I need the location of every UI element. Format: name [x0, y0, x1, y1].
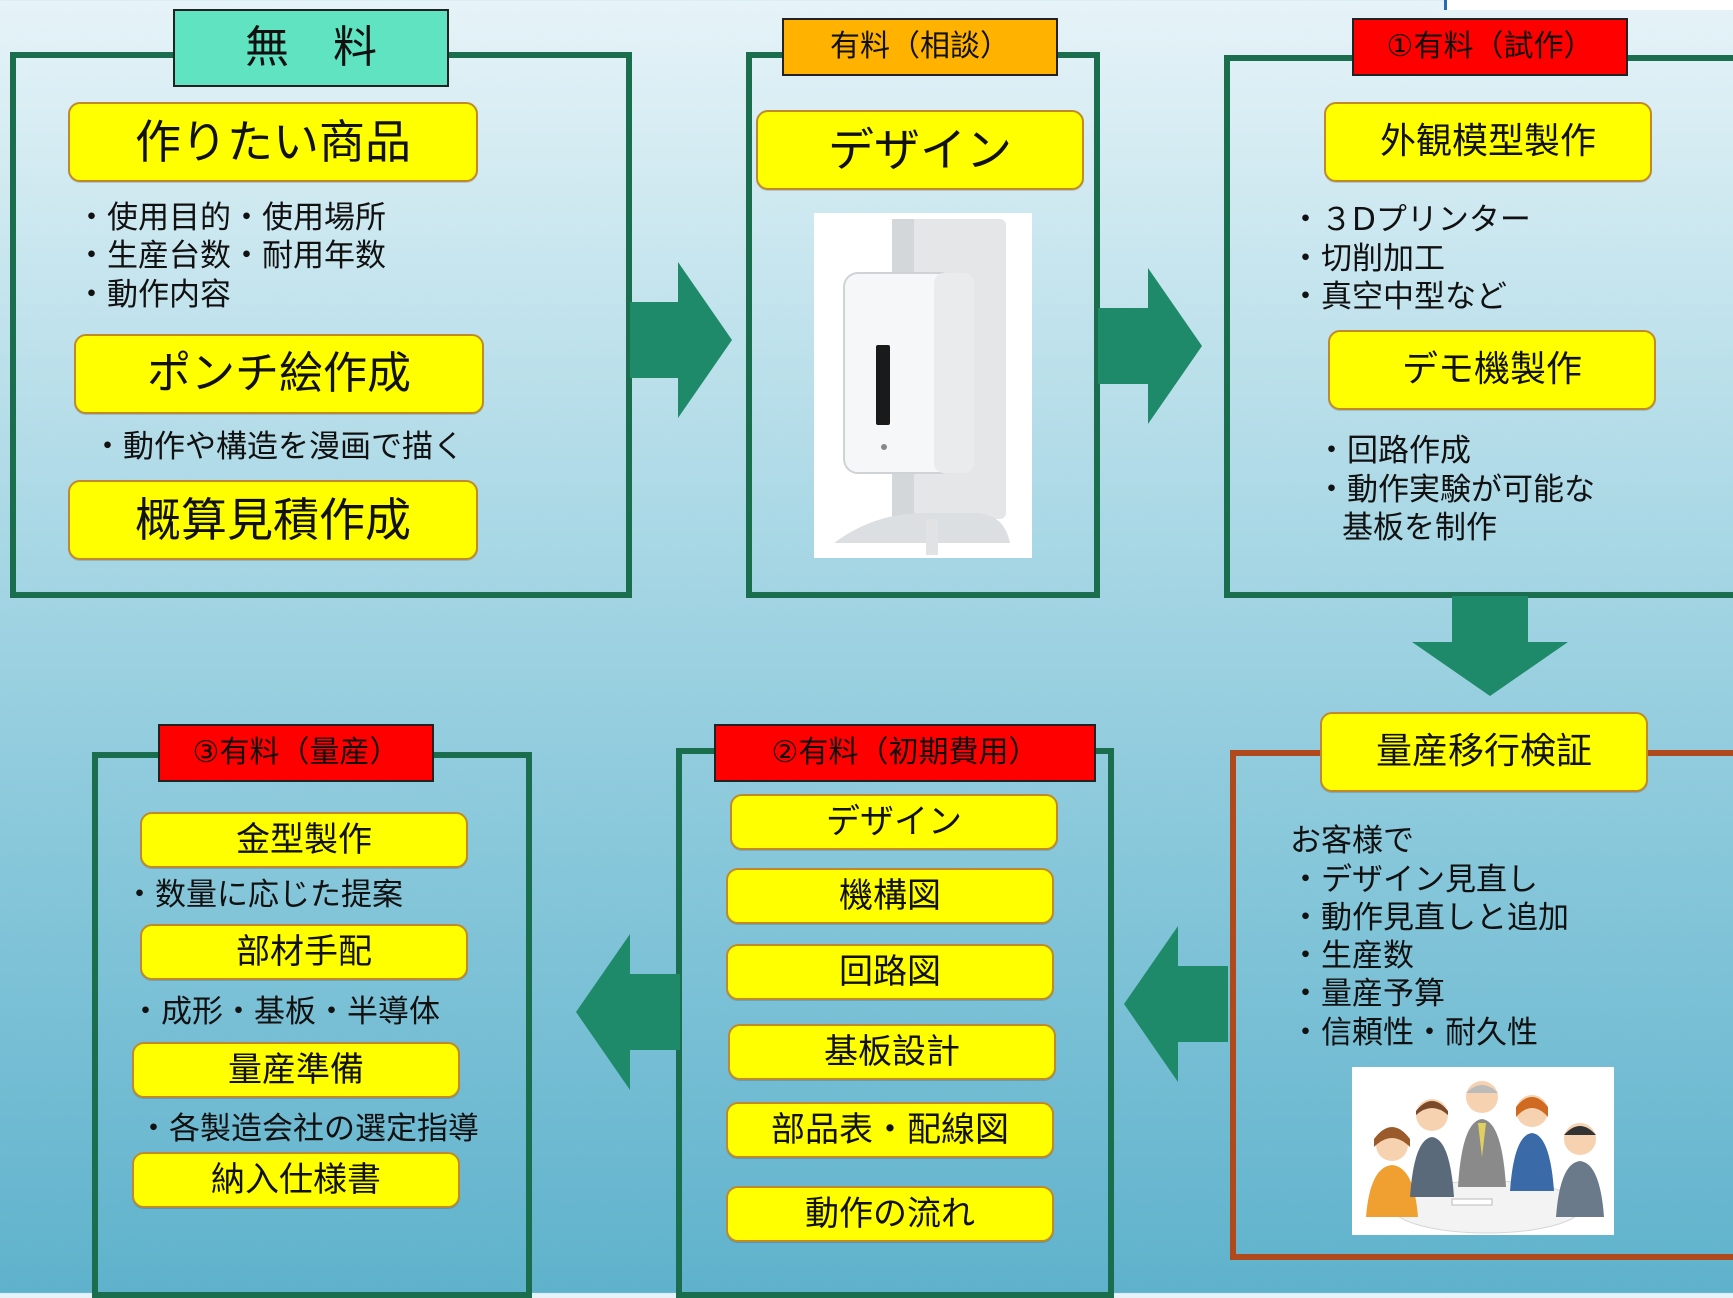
initial-item-board: 基板設計 [728, 1024, 1056, 1080]
mass-item-preparation: 量産準備 [132, 1042, 460, 1098]
free-bullet-4: ・動作や構造を漫画で描く [92, 429, 464, 465]
trial-bullet-5: ・動作実験が可能な [1316, 472, 1595, 508]
initial-item-design: デザイン [730, 794, 1058, 850]
item-design: デザイン [756, 110, 1084, 190]
free-bullet-3: ・動作内容 [76, 277, 231, 313]
item-sketch: ポンチ絵作成 [74, 334, 484, 414]
trial-tab: ①有料（試作） [1352, 18, 1628, 76]
initial-tab: ②有料（初期費用） [714, 724, 1096, 782]
free-tab: 無 料 [173, 9, 449, 87]
item-product: 作りたい商品 [68, 102, 478, 182]
verify-text-1: お客様で [1290, 823, 1414, 859]
initial-item-flow: 動作の流れ [726, 1186, 1054, 1242]
mass-note-1: ・数量に応じた提案 [124, 877, 403, 913]
initial-item-mechanism: 機構図 [726, 868, 1054, 924]
verify-title: 量産移行検証 [1320, 712, 1648, 792]
verify-bullet-2: ・動作見直しと追加 [1290, 900, 1569, 936]
trial-bullet-1: ・３Dプリンター [1290, 202, 1531, 238]
trial-bullet-4: ・回路作成 [1316, 433, 1471, 469]
verify-bullet-4: ・量産予算 [1290, 976, 1445, 1012]
arrow-left-icon [576, 934, 680, 1090]
mass-tab: ③有料（量産） [158, 724, 434, 782]
arrow-right-icon [1098, 268, 1202, 424]
mass-item-procurement: 部材手配 [140, 924, 468, 980]
arrow-right-icon [630, 262, 732, 418]
arrow-left-icon [1124, 926, 1228, 1082]
item-appearance-model: 外観模型製作 [1324, 102, 1652, 182]
initial-item-parts-list: 部品表・配線図 [726, 1102, 1054, 1158]
trial-bullet-3: ・真空中型など [1290, 279, 1507, 315]
mass-item-specification: 納入仕様書 [132, 1152, 460, 1208]
dispenser-image [814, 213, 1032, 558]
consult-tab: 有料（相談） [782, 18, 1058, 76]
meeting-image [1352, 1067, 1614, 1235]
verify-bullet-1: ・デザイン見直し [1290, 862, 1538, 898]
meeting-illustration [1352, 1067, 1614, 1235]
trial-bullet-2: ・切削加工 [1290, 241, 1445, 277]
corner-logo-fragment [1444, 0, 1733, 10]
arrow-down-icon [1412, 596, 1568, 696]
mass-item-mold: 金型製作 [140, 812, 468, 868]
verify-bullet-3: ・生産数 [1290, 938, 1414, 974]
mass-note-2: ・成形・基板・半導体 [130, 994, 440, 1030]
verify-bullet-5: ・信頼性・耐久性 [1290, 1015, 1538, 1051]
free-bullet-1: ・使用目的・使用場所 [76, 200, 386, 236]
free-bullet-2: ・生産台数・耐用年数 [76, 238, 386, 274]
dispenser-illustration [814, 213, 1032, 558]
trial-bullet-6: 基板を制作 [1342, 510, 1497, 546]
mass-note-3: ・各製造会社の選定指導 [138, 1111, 479, 1147]
item-demo-machine: デモ機製作 [1328, 330, 1656, 410]
item-estimate: 概算見積作成 [68, 480, 478, 560]
initial-item-circuit: 回路図 [726, 944, 1054, 1000]
